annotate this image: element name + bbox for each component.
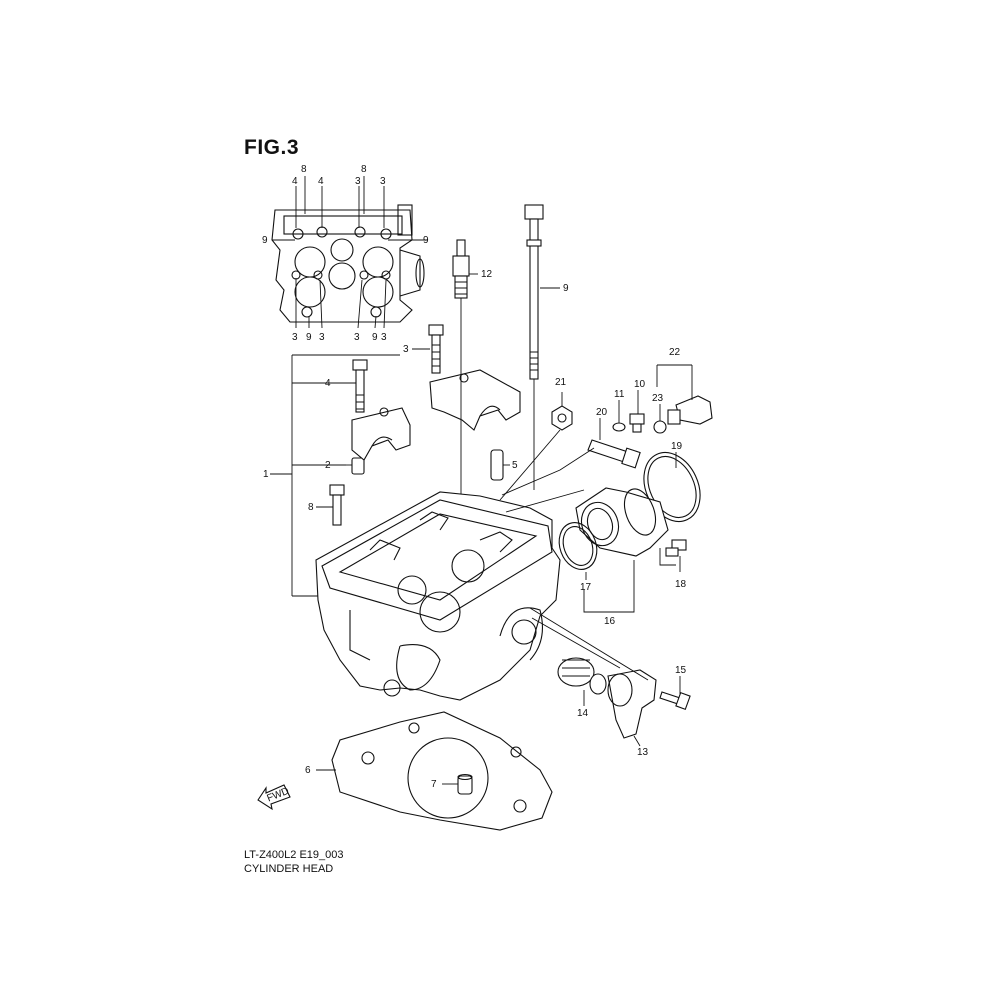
stud-bolt-9 bbox=[524, 204, 560, 490]
inset-right-callout-9: 9 bbox=[423, 235, 429, 246]
callout-4: 4 bbox=[325, 378, 331, 389]
callout-20: 20 bbox=[596, 407, 608, 418]
callout-10: 10 bbox=[634, 379, 646, 390]
callout-3: 3 bbox=[403, 344, 409, 355]
bolt-3 bbox=[412, 324, 444, 374]
inset-left-callout-9: 9 bbox=[262, 235, 268, 246]
callout-12: 12 bbox=[481, 269, 493, 280]
dowel-pin-2 bbox=[336, 457, 365, 475]
inset-top-callout-8: 8 bbox=[361, 164, 367, 175]
inset-top-callout-4: 4 bbox=[318, 176, 324, 187]
inset-top-callout-3: 3 bbox=[355, 176, 361, 187]
callout-6: 6 bbox=[305, 765, 311, 776]
oil-jet-5 bbox=[490, 449, 510, 481]
callout-17: 17 bbox=[580, 582, 592, 593]
bolt-20 bbox=[587, 418, 641, 469]
inset-bottom-callout-3: 3 bbox=[292, 332, 298, 343]
head-gasket-6 bbox=[316, 711, 553, 831]
fwd-arrow-icon: FWD bbox=[257, 784, 291, 811]
callout-14: 14 bbox=[577, 708, 589, 719]
callout-18: 18 bbox=[675, 579, 687, 590]
callout-9: 9 bbox=[563, 283, 569, 294]
plug-10 bbox=[629, 390, 645, 433]
inset-top-callout-3: 3 bbox=[380, 176, 386, 187]
callout-5: 5 bbox=[512, 460, 518, 471]
thermostat-14 bbox=[557, 657, 607, 706]
callout-1: 1 bbox=[263, 469, 269, 480]
head-top-view-inset bbox=[271, 176, 428, 329]
inset-bottom-callout-9: 9 bbox=[372, 332, 378, 343]
washer-11 bbox=[612, 400, 626, 432]
inset-bottom-callout-3: 3 bbox=[354, 332, 360, 343]
inset-bottom-callout-3: 3 bbox=[319, 332, 325, 343]
inset-bottom-callout-9: 9 bbox=[306, 332, 312, 343]
nut-21 bbox=[499, 392, 573, 501]
sensor-assembly-22 bbox=[653, 364, 713, 434]
inset-top-callout-8: 8 bbox=[301, 164, 307, 175]
callout-2: 2 bbox=[325, 460, 331, 471]
figure-title: FIG.3 bbox=[244, 136, 300, 159]
o-ring-17 bbox=[558, 522, 598, 580]
figure-name: CYLINDER HEAD bbox=[244, 863, 334, 875]
callout-11: 11 bbox=[614, 389, 625, 400]
callout-7: 7 bbox=[431, 779, 437, 790]
bolt-18 bbox=[659, 539, 687, 572]
bolt-4 bbox=[336, 359, 368, 413]
callout-13: 13 bbox=[637, 747, 649, 758]
bolt-8 bbox=[316, 484, 345, 526]
callout-21: 21 bbox=[555, 377, 567, 388]
callout-16: 16 bbox=[604, 616, 616, 627]
thermostat-cover-13 bbox=[607, 669, 657, 747]
figure-code: LT-Z400L2 E19_003 bbox=[244, 849, 344, 861]
callout-22: 22 bbox=[669, 347, 681, 358]
dowel-pin-7 bbox=[442, 773, 473, 795]
callout-19: 19 bbox=[671, 441, 683, 452]
callout-15: 15 bbox=[675, 665, 687, 676]
callout-8: 8 bbox=[308, 502, 314, 513]
intake-pipe-16 bbox=[575, 487, 669, 557]
bolt-15 bbox=[659, 676, 691, 710]
callout-23: 23 bbox=[652, 393, 664, 404]
camshaft-cap-left bbox=[351, 407, 411, 461]
inset-top-callout-4: 4 bbox=[292, 176, 298, 187]
inset-bottom-callout-3: 3 bbox=[381, 332, 387, 343]
cylinder-head-1 bbox=[315, 491, 561, 701]
camshaft-cap-right bbox=[429, 369, 521, 431]
